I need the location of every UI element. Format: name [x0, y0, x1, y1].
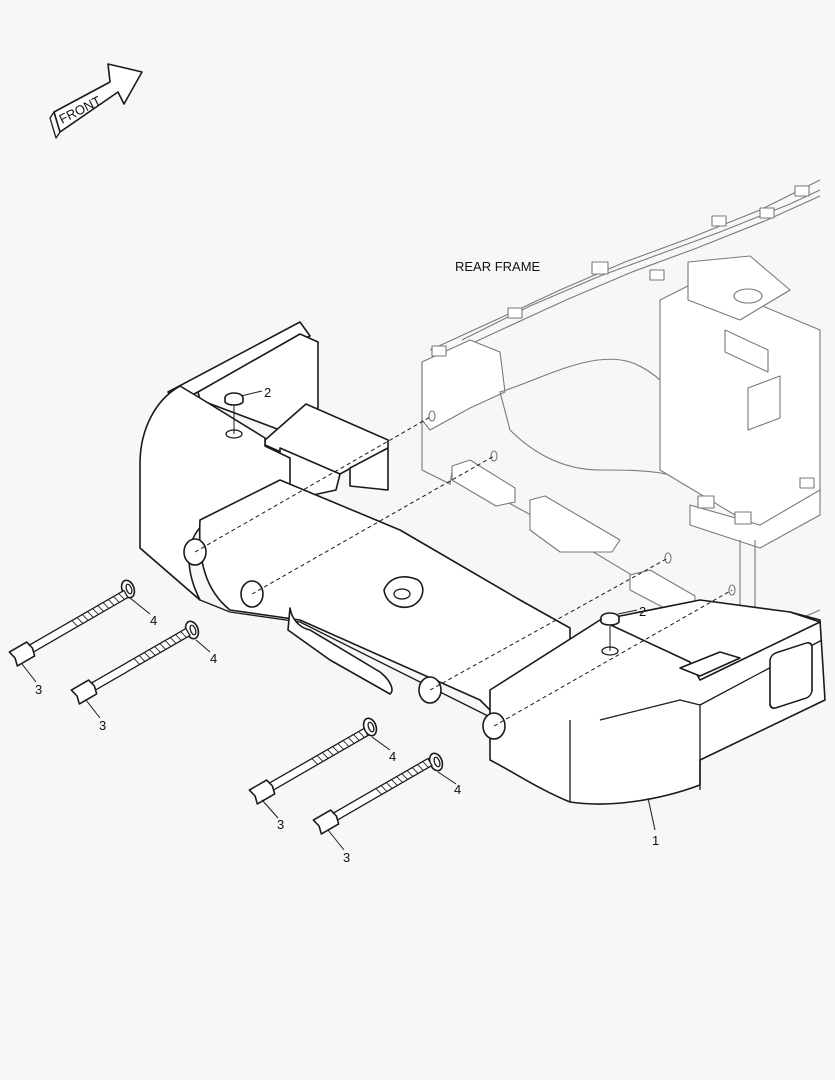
callout-washer-2: 4	[210, 651, 217, 666]
callout-leaders	[21, 390, 656, 851]
callout-washer-1: 4	[150, 613, 157, 628]
plug-left	[224, 392, 244, 406]
callout-plug-right: 2	[639, 604, 646, 619]
callout-bolt-2: 3	[99, 718, 106, 733]
callout-numbers: 1 2 2 3 3 3 3 4 4 4 4	[35, 385, 659, 865]
bolt-2	[70, 627, 191, 705]
bolt-1	[8, 589, 129, 667]
callout-bolt-3: 3	[277, 817, 284, 832]
callout-plug-left: 2	[264, 385, 271, 400]
rear-frame	[421, 179, 821, 641]
alignment-lines	[194, 404, 733, 727]
rear-frame-label: REAR FRAME	[455, 259, 541, 274]
bolt-4	[312, 757, 433, 835]
bolts	[8, 589, 433, 835]
front-arrow: FRONT	[49, 63, 143, 139]
callout-bolt-1: 3	[35, 682, 42, 697]
plug-right	[600, 612, 620, 626]
callout-bolt-4: 3	[343, 850, 350, 865]
counterweight	[139, 321, 826, 805]
callout-washer-3: 4	[389, 749, 396, 764]
bolt-3	[248, 727, 369, 805]
callout-washer-4: 4	[454, 782, 461, 797]
callout-counterweight: 1	[652, 833, 659, 848]
